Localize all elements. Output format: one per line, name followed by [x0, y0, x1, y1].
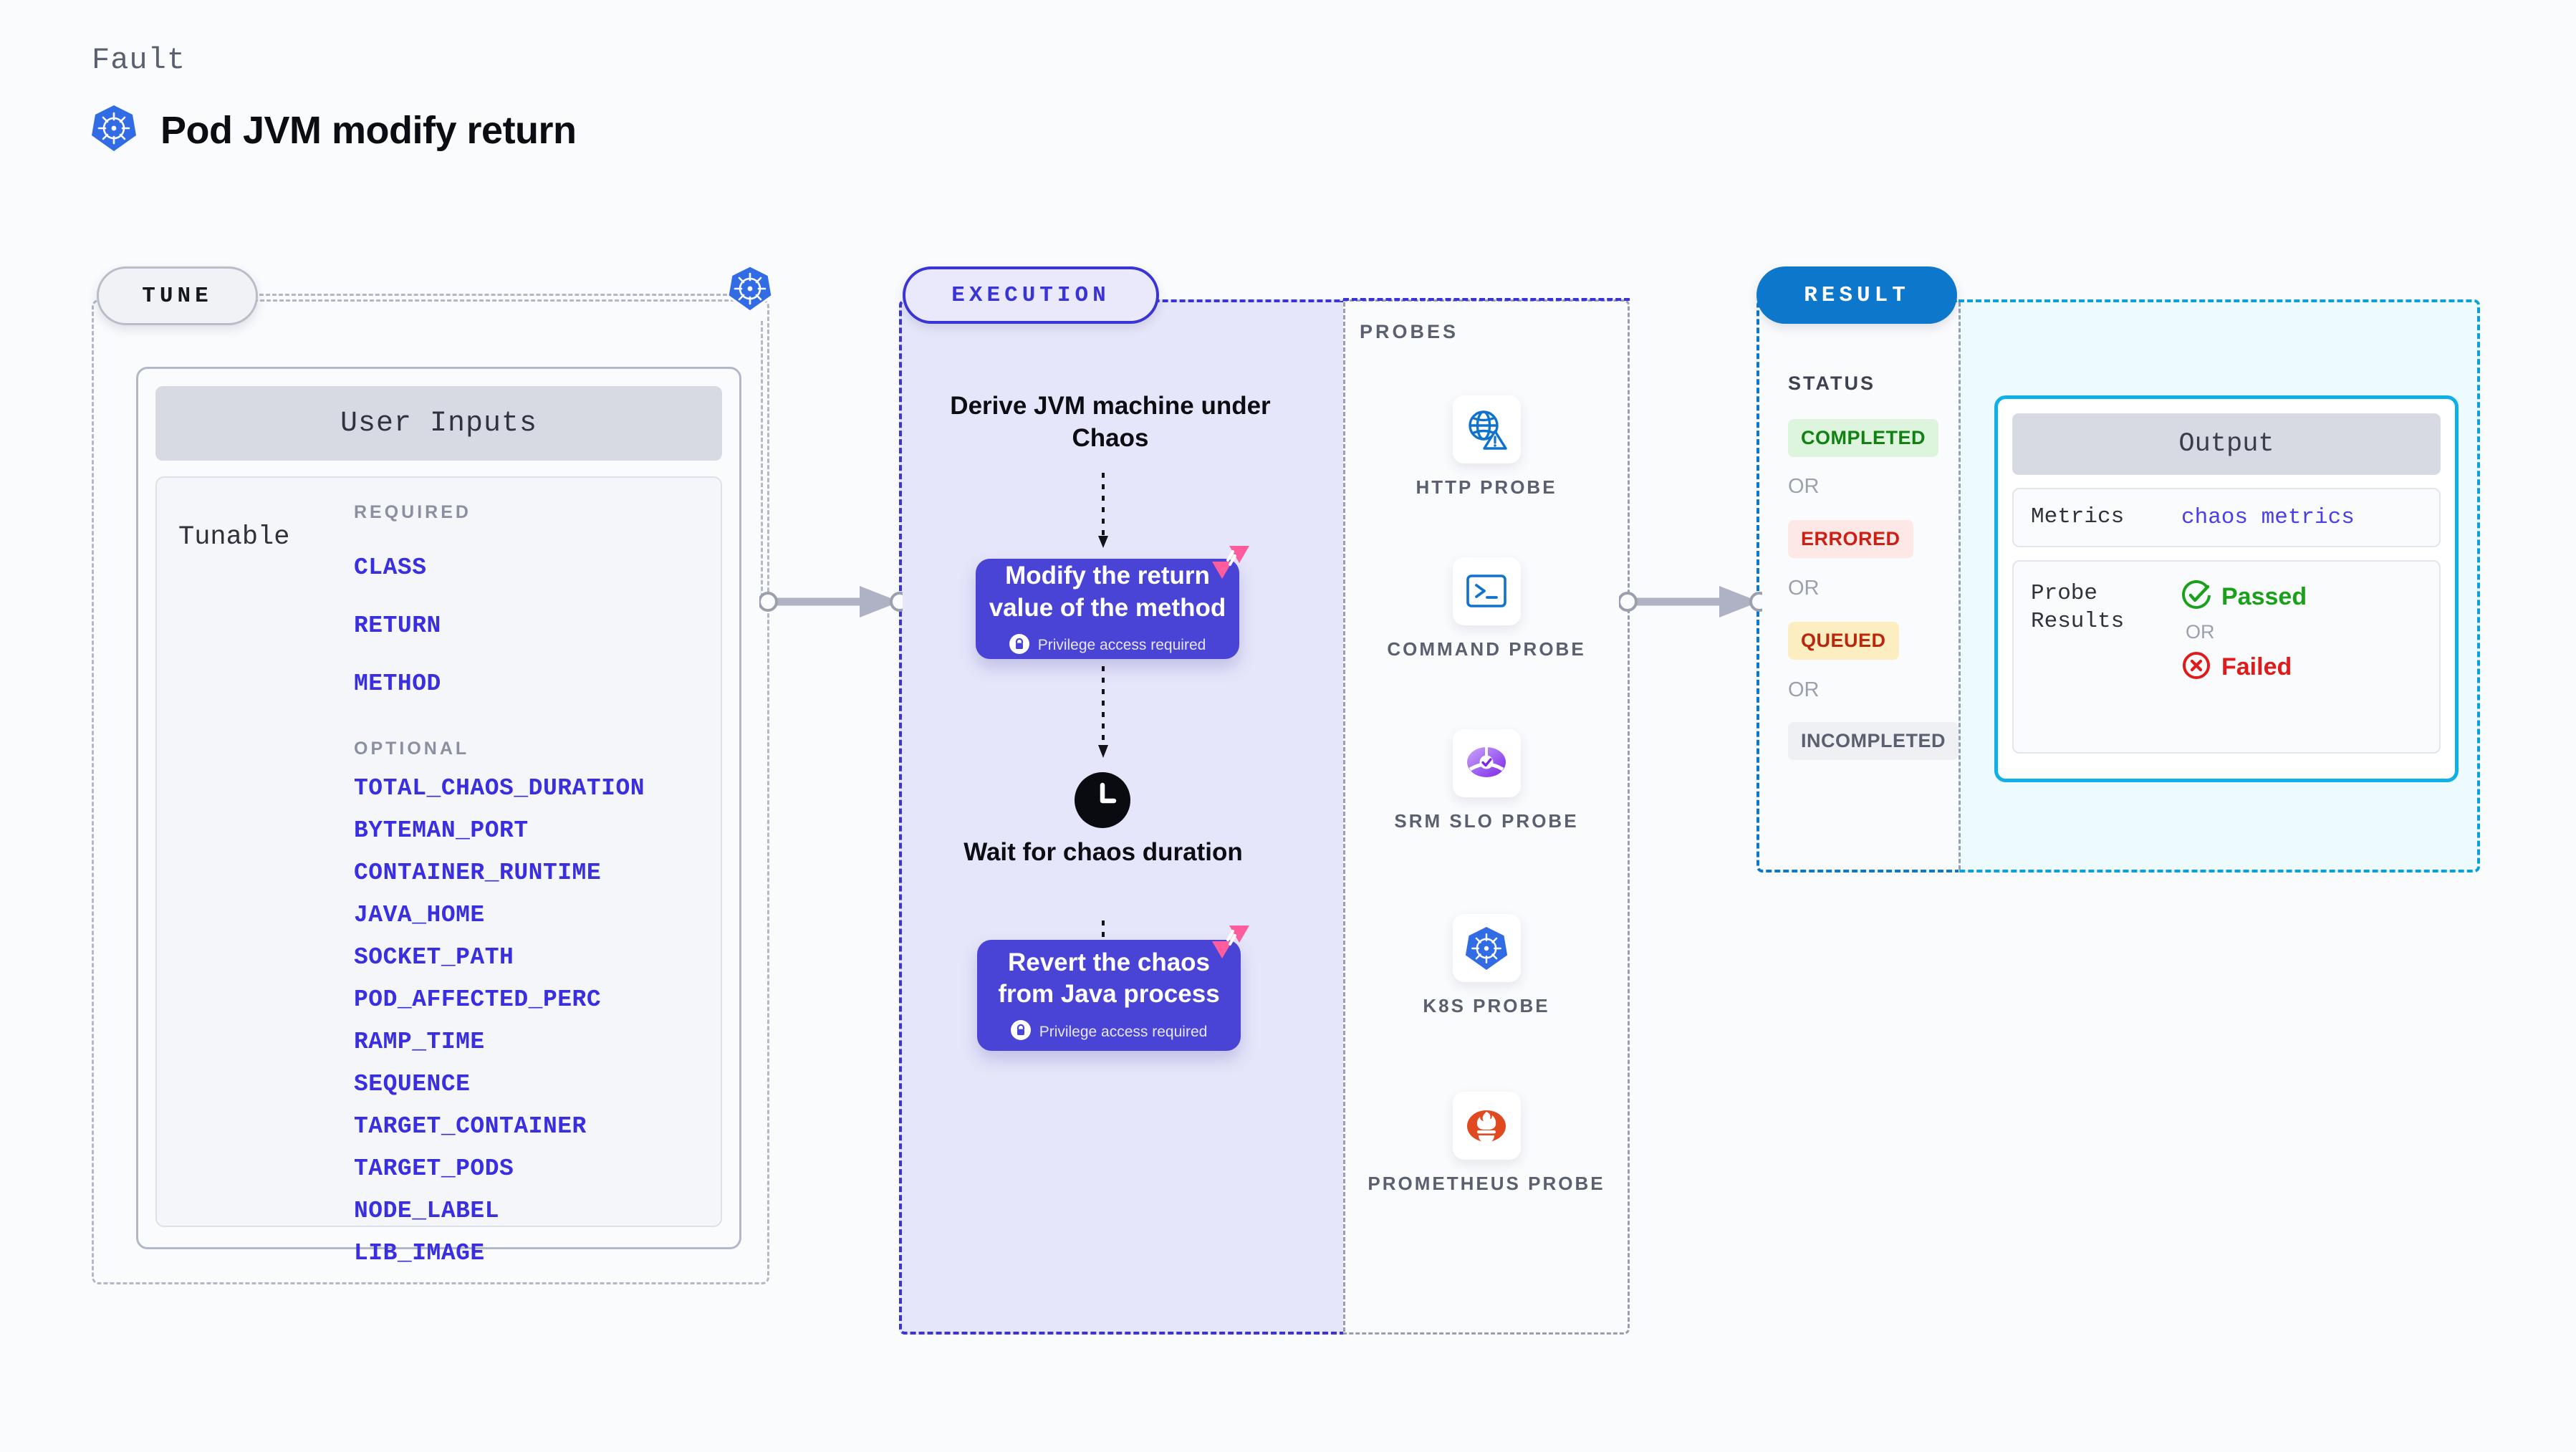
tunable-item[interactable]: RETURN [354, 612, 441, 639]
optional-caption: OPTIONAL [354, 739, 470, 759]
privilege-text: Privilege access required [1039, 1023, 1208, 1040]
probe-label: PROMETHEUS PROBE [1368, 1173, 1605, 1194]
title-row: Pod JVM modify return [92, 105, 577, 155]
litmus-badge-icon [1211, 544, 1251, 585]
tunable-item[interactable]: NODE_LABEL [354, 1198, 500, 1224]
tunable-item[interactable]: TARGET_CONTAINER [354, 1113, 587, 1140]
status-or: OR [1788, 577, 1820, 600]
status-or: OR [1788, 678, 1820, 701]
status-badge-errored: ERRORED [1788, 520, 1913, 558]
probe-results-values: Passed OR Failed [2181, 580, 2307, 684]
probe-label: COMMAND PROBE [1387, 638, 1586, 660]
user-inputs-card: User Inputs Tunable REQUIRED CLASS RETUR… [136, 367, 741, 1266]
tune-connector-dash-vertical [761, 321, 763, 604]
status-or: OR [1788, 475, 1820, 498]
execution-step-wait: Wait for chaos duration [963, 838, 1243, 866]
metrics-value[interactable]: chaos metrics [2181, 504, 2355, 530]
probes-region [1343, 299, 1630, 1335]
optional-tunable-list: TOTAL_CHAOS_DURATION BYTEMAN_PORT CONTAI… [354, 775, 699, 1266]
tunable-item[interactable]: CLASS [354, 554, 427, 581]
tunable-item[interactable]: CONTAINER_RUNTIME [354, 860, 602, 886]
probe-results-row: Probe Results Passed OR [2012, 559, 2441, 754]
clock-icon [1075, 772, 1130, 832]
status-badge-incompleted: INCOMPLETED [1788, 722, 1959, 760]
execution-step-derive: Derive JVM machine under Chaos [950, 392, 1271, 452]
dotted-arrow [1096, 666, 1110, 766]
probe-srm-slo[interactable]: SRM SLO PROBE [1343, 729, 1630, 834]
tunable-item[interactable]: LIB_IMAGE [354, 1240, 485, 1266]
tunable-item[interactable]: TARGET_PODS [354, 1155, 514, 1182]
execution-box-revert[interactable]: Revert the chaos from Java process Privi… [977, 940, 1241, 1051]
result-divider [1959, 302, 1961, 870]
metrics-label: Metrics [2031, 504, 2125, 529]
status-badge-completed: COMPLETED [1788, 419, 1939, 457]
tune-connector-dash [259, 294, 734, 296]
privilege-row: Privilege access required [1010, 1020, 1208, 1044]
tunable-item[interactable]: RAMP_TIME [354, 1029, 485, 1055]
lock-icon [1010, 1020, 1031, 1044]
terminal-icon [1452, 557, 1521, 625]
prometheus-icon [1452, 1092, 1521, 1160]
tunable-item[interactable]: SEQUENCE [354, 1071, 471, 1097]
execution-box-modify[interactable]: Modify the return value of the method Pr… [976, 559, 1239, 659]
tunable-item[interactable]: JAVA_HOME [354, 902, 485, 928]
probe-label: K8S PROBE [1423, 995, 1550, 1016]
status-caption: STATUS [1788, 372, 1875, 394]
privilege-text: Privilege access required [1037, 637, 1206, 654]
tunable-item[interactable]: METHOD [354, 670, 441, 697]
tunable-item[interactable]: POD_AFFECTED_PERC [354, 986, 602, 1013]
required-tunable-list: CLASS RETURN METHOD [354, 554, 699, 697]
kubernetes-icon [92, 105, 136, 155]
probe-result-passed: Passed [2181, 580, 2307, 614]
page-header: Fault Pod JVM modify return [92, 43, 577, 155]
execution-box-title: Revert the chaos from Java process [998, 948, 1220, 1008]
litmus-badge-icon [1211, 924, 1251, 965]
page-title: Pod JVM modify return [160, 108, 577, 152]
probe-label: SRM SLO PROBE [1394, 810, 1579, 832]
tunable-item[interactable]: TOTAL_CHAOS_DURATION [354, 775, 645, 802]
probes-top-border [1343, 298, 1630, 301]
tune-pill[interactable]: TUNE [97, 266, 258, 325]
lock-icon [1009, 633, 1029, 658]
tunable-label: Tunable [178, 522, 290, 552]
probe-http[interactable]: HTTP PROBE [1343, 395, 1630, 500]
dotted-arrow [1096, 473, 1110, 555]
probe-results-label: Probe Results [2031, 580, 2125, 634]
tunable-body: Tunable REQUIRED CLASS RETURN METHOD OPT… [155, 476, 722, 1266]
x-circle-icon [2181, 650, 2211, 684]
check-circle-icon [2181, 580, 2211, 614]
probe-label: HTTP PROBE [1416, 476, 1557, 498]
globe-warning-icon [1452, 395, 1521, 463]
slo-gauge-icon [1452, 729, 1521, 797]
privilege-row: Privilege access required [1009, 633, 1206, 658]
metrics-row: Metrics chaos metrics [2012, 488, 2441, 547]
execution-box-title: Modify the return value of the method [989, 562, 1226, 622]
output-title: Output [2012, 413, 2441, 475]
required-caption: REQUIRED [354, 502, 471, 522]
probe-k8s[interactable]: K8S PROBE [1343, 914, 1630, 1019]
probes-caption: PROBES [1360, 321, 1459, 342]
execution-pill[interactable]: EXECUTION [903, 266, 1159, 324]
probe-result-failed: Failed [2181, 650, 2307, 684]
execution-probes-divider [1343, 302, 1345, 1332]
connector-arrow-execution-result [1618, 580, 1769, 627]
status-region [1756, 299, 1959, 872]
tunable-item[interactable]: SOCKET_PATH [354, 944, 514, 971]
fault-eyebrow: Fault [92, 43, 186, 77]
passed-label: Passed [2221, 582, 2307, 610]
probe-or: OR [2186, 620, 2215, 643]
probe-command[interactable]: COMMAND PROBE [1343, 557, 1630, 662]
connector-arrow-tune-execution [758, 580, 910, 627]
user-inputs-title: User Inputs [155, 386, 722, 461]
output-card: Output Metrics chaos metrics Probe Resul… [1994, 395, 2459, 782]
status-badge-queued: QUEUED [1788, 622, 1899, 660]
probe-prometheus[interactable]: PROMETHEUS PROBE [1343, 1092, 1630, 1196]
kubernetes-icon [1452, 914, 1521, 982]
tunable-item[interactable]: BYTEMAN_PORT [354, 817, 529, 844]
result-pill[interactable]: RESULT [1756, 266, 1957, 324]
failed-label: Failed [2221, 653, 2292, 681]
kubernetes-icon [726, 264, 774, 316]
